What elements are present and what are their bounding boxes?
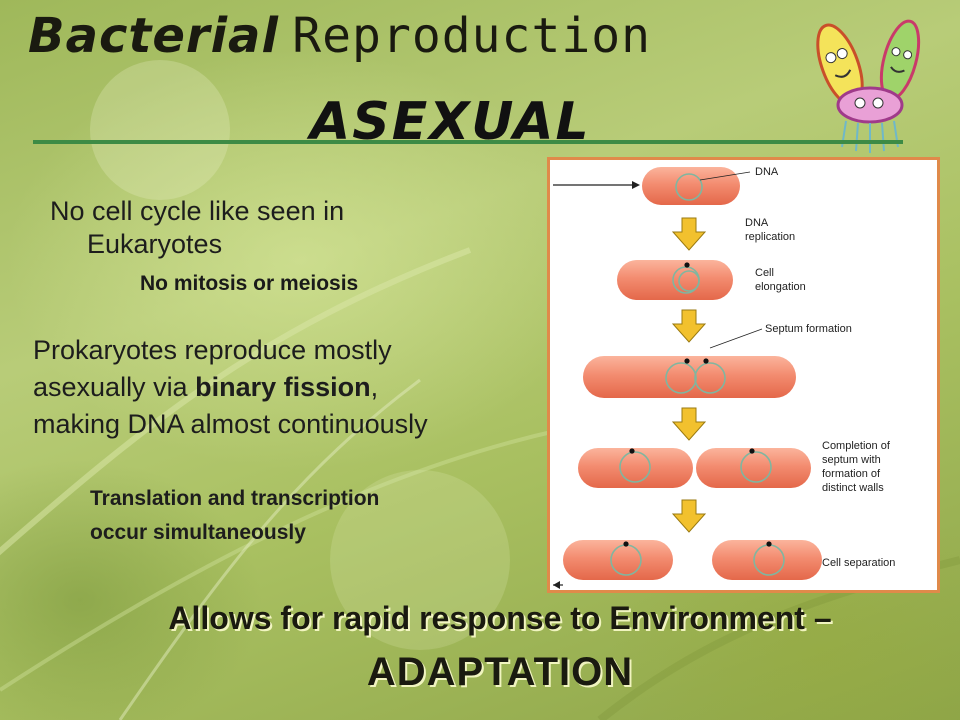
down-arrow-1 bbox=[671, 217, 707, 251]
attachment-dot-left bbox=[684, 358, 690, 364]
pointer-arrow-head bbox=[632, 181, 640, 189]
attachment-dot-right bbox=[703, 358, 709, 364]
dna-pointer bbox=[699, 171, 751, 181]
cell-stage-4-left bbox=[578, 448, 693, 488]
label-replication-line1: DNA bbox=[745, 217, 769, 229]
point-translation-line2: occur simultaneously bbox=[90, 521, 306, 544]
attachment-dot-4r bbox=[749, 448, 755, 454]
binary-fission-figure: DNA DNA replication Cell elongation Sept… bbox=[553, 166, 895, 589]
point-binary-fission: Prokaryotes reproduce mostly asexually v… bbox=[33, 332, 553, 443]
dna-circle bbox=[675, 173, 703, 201]
cell-stage-2 bbox=[617, 260, 733, 300]
point-binary-fission-pre: asexually via bbox=[33, 372, 196, 402]
dna-circle-b bbox=[678, 270, 700, 292]
cell-stage-1 bbox=[642, 167, 740, 205]
point-binary-fission-line2: asexually via binary fission, bbox=[33, 369, 553, 406]
attachment-dot-4l bbox=[629, 448, 635, 454]
cell-stage-3 bbox=[583, 356, 796, 398]
down-arrow-4 bbox=[671, 499, 707, 533]
point-cell-cycle-sub: No mitosis or meiosis bbox=[140, 272, 359, 295]
cell-stage-5-right bbox=[712, 540, 822, 580]
dna-circle-4r bbox=[740, 451, 772, 483]
down-arrow-2 bbox=[671, 309, 707, 343]
title-divider bbox=[33, 140, 903, 144]
label-elongation-line2: elongation bbox=[755, 281, 806, 293]
label-septum: Septum formation bbox=[765, 323, 852, 335]
point-cell-cycle: No cell cycle like seen in Eukaryotes bbox=[50, 195, 470, 261]
bottom-statement: Allows for rapid response to Environment… bbox=[168, 600, 832, 636]
cell-stage-5-left bbox=[563, 540, 673, 580]
dna-circle-4l bbox=[619, 451, 651, 483]
attachment-dot-5r bbox=[766, 541, 772, 547]
label-completion-line2: septum with bbox=[822, 454, 881, 466]
title-word-reproduction: Reproduction bbox=[292, 8, 652, 64]
septum-pointer bbox=[709, 328, 763, 349]
point-binary-fission-post: , bbox=[370, 372, 379, 402]
point-binary-fission-line1: Prokaryotes reproduce mostly bbox=[33, 335, 392, 365]
label-elongation-line1: Cell bbox=[755, 267, 774, 279]
dna-circle-right bbox=[694, 362, 726, 394]
point-cell-cycle-line2: Eukaryotes bbox=[87, 229, 223, 259]
attachment-dot-5l bbox=[623, 541, 629, 547]
label-dna: DNA bbox=[755, 166, 779, 178]
point-translation: Translation and transcription occur simu… bbox=[90, 482, 379, 550]
title-word-bacterial: Bacterial bbox=[28, 8, 279, 64]
point-binary-fission-line3: making DNA almost continuously bbox=[33, 409, 428, 439]
dna-circle-left bbox=[665, 362, 697, 394]
label-separation: Cell separation bbox=[822, 557, 895, 569]
attachment-dot bbox=[684, 262, 690, 268]
label-completion-line4: distinct walls bbox=[822, 482, 884, 494]
bottom-pointer-head bbox=[553, 581, 560, 589]
label-replication-line2: replication bbox=[745, 231, 795, 243]
point-translation-line1: Translation and transcription bbox=[90, 487, 380, 510]
label-completion-line1: Completion of bbox=[822, 440, 891, 452]
cell-stage-4-right bbox=[696, 448, 811, 488]
cartoon-bacteria-icon bbox=[816, 19, 921, 153]
down-arrow-3 bbox=[671, 407, 707, 441]
bottom-adaptation: ADAPTATION bbox=[366, 650, 634, 694]
label-completion-line3: formation of bbox=[822, 468, 881, 480]
binary-fission-term: binary fission bbox=[195, 372, 371, 402]
slide-title: Bacterial Reproduction bbox=[28, 8, 651, 64]
binary-fission-diagram: DNA DNA replication Cell elongation Sept… bbox=[547, 157, 940, 593]
point-cell-cycle-line1: No cell cycle like seen in bbox=[50, 196, 345, 226]
